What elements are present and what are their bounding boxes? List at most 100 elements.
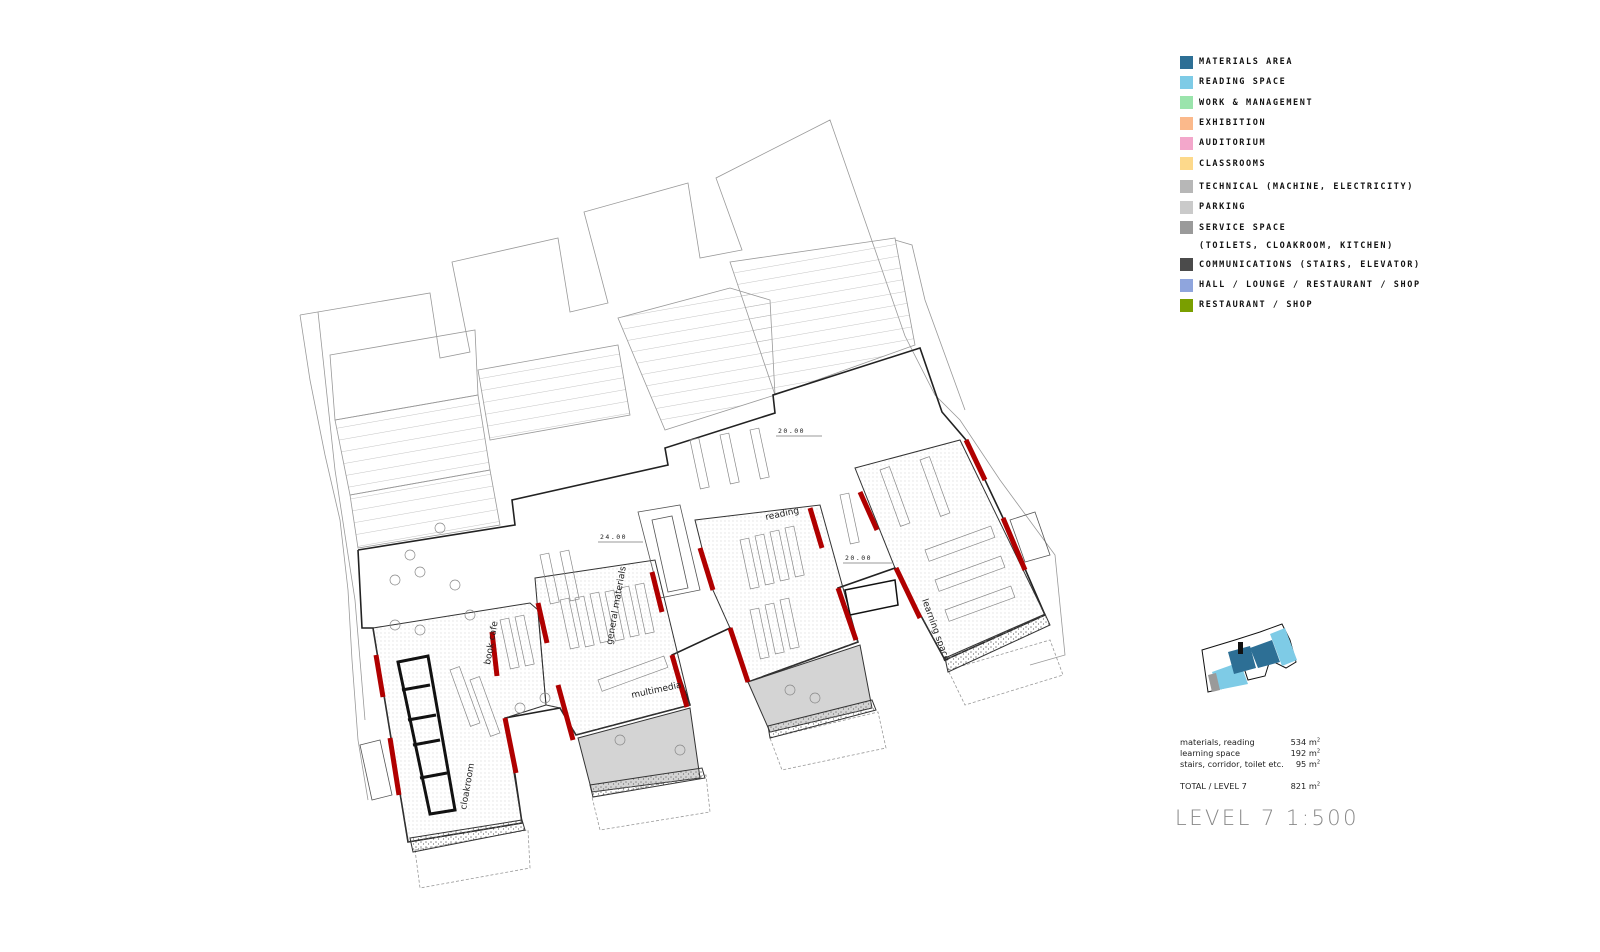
shelf bbox=[779, 597, 800, 650]
legend-swatch bbox=[1180, 55, 1193, 69]
area-total: TOTAL / LEVEL 7 821 m2 bbox=[1180, 781, 1320, 792]
round-table bbox=[539, 692, 551, 704]
legend-item: COMMUNICATIONS (STAIRS, ELEVATOR) bbox=[1180, 255, 1421, 275]
stairs bbox=[359, 504, 1051, 801]
legend-item: AUDITORIUM bbox=[1180, 133, 1421, 153]
round-table bbox=[674, 744, 686, 756]
round-table bbox=[404, 549, 416, 561]
furniture bbox=[389, 427, 1016, 756]
table bbox=[924, 525, 996, 562]
legend-item: CLASSROOMS bbox=[1180, 153, 1421, 173]
area-row: stairs, corridor, toilet etc.95 m2 bbox=[1180, 759, 1320, 770]
legend-label: EXHIBITION bbox=[1199, 118, 1267, 129]
legend-item: WORK & MANAGEMENT bbox=[1180, 93, 1421, 113]
level-outline bbox=[357, 346, 1047, 843]
area-value: 534 m2 bbox=[1290, 737, 1320, 747]
area-label: stairs, corridor, toilet etc. bbox=[1180, 759, 1284, 769]
legend-item: READING SPACE bbox=[1180, 72, 1421, 92]
shelf bbox=[559, 549, 580, 602]
red-wall-segment bbox=[489, 631, 500, 677]
svg-text:20.00: 20.00 bbox=[845, 554, 872, 562]
round-table bbox=[809, 692, 821, 704]
legend-swatch bbox=[1180, 136, 1193, 150]
shelf bbox=[574, 595, 595, 648]
legend-label: RESTAURANT / SHOP bbox=[1199, 300, 1314, 311]
total-label: TOTAL / LEVEL 7 bbox=[1180, 781, 1247, 791]
shelf bbox=[514, 614, 535, 667]
drawing-title: LEVEL 7 1:500 bbox=[1175, 806, 1360, 830]
legend-swatch bbox=[1180, 116, 1193, 130]
red-wall-segment bbox=[963, 438, 988, 482]
legend-item: HALL / LOUNGE / RESTAURANT / SHOP bbox=[1180, 275, 1421, 295]
round-table bbox=[464, 609, 476, 621]
shelf bbox=[634, 582, 655, 635]
shelf bbox=[754, 533, 775, 586]
shelf bbox=[749, 607, 770, 660]
round-table bbox=[389, 619, 401, 631]
table bbox=[449, 666, 481, 727]
round-table bbox=[614, 734, 626, 746]
legend-label: SERVICE SPACE bbox=[1199, 222, 1287, 233]
red-wall-segment bbox=[535, 602, 550, 644]
shelf bbox=[784, 525, 805, 578]
red-wall-segment bbox=[857, 490, 880, 532]
round-table bbox=[389, 574, 401, 586]
round-table bbox=[434, 522, 446, 534]
round-table bbox=[449, 579, 461, 591]
shelf bbox=[689, 437, 710, 490]
legend-item: EXHIBITION bbox=[1180, 113, 1421, 133]
red-wall-segment bbox=[727, 627, 751, 683]
red-wall-segment bbox=[373, 654, 386, 698]
legend: MATERIALS AREA READING SPACE WORK & MANAGE… bbox=[1180, 52, 1421, 316]
red-wall-segment bbox=[649, 571, 665, 613]
red-wall-segment bbox=[807, 507, 825, 549]
table bbox=[879, 466, 911, 527]
svg-text:20.00: 20.00 bbox=[778, 427, 805, 435]
shelf bbox=[739, 537, 760, 590]
legend-label: COMMUNICATIONS (STAIRS, ELEVATOR) bbox=[1199, 259, 1421, 270]
legend-swatch bbox=[1180, 278, 1193, 292]
shelf bbox=[604, 589, 625, 642]
table bbox=[469, 676, 501, 737]
legend-label: WORK & MANAGEMENT bbox=[1199, 97, 1314, 108]
red-glass-walls bbox=[373, 438, 1028, 796]
legend-swatch bbox=[1180, 157, 1193, 171]
shelf bbox=[559, 597, 580, 650]
legend-swatch bbox=[1180, 298, 1193, 312]
round-table bbox=[784, 684, 796, 696]
legend-swatch bbox=[1180, 200, 1193, 214]
legend-swatch bbox=[1180, 221, 1193, 235]
legend-item: TECHNICAL (MACHINE, ELECTRICITY) bbox=[1180, 177, 1421, 197]
elevation-markers: 24.00 20.00 20.00 bbox=[598, 427, 892, 564]
shelf bbox=[749, 427, 770, 480]
legend-label: HALL / LOUNGE / RESTAURANT / SHOP bbox=[1199, 280, 1421, 291]
legend-label: MATERIALS AREA bbox=[1199, 57, 1294, 68]
legend-item: RESTAURANT / SHOP bbox=[1180, 295, 1421, 315]
red-wall-segment bbox=[555, 684, 576, 741]
round-table bbox=[514, 702, 526, 714]
legend-item: MATERIALS AREA bbox=[1180, 52, 1421, 72]
legend-swatch bbox=[1180, 180, 1193, 194]
cloakroom-core bbox=[396, 654, 457, 816]
legend-item: SERVICE SPACE bbox=[1180, 217, 1421, 237]
table bbox=[934, 555, 1006, 592]
shelf bbox=[719, 432, 740, 485]
table bbox=[944, 585, 1016, 622]
total-value: 821 m2 bbox=[1290, 781, 1320, 791]
shelf bbox=[619, 585, 640, 638]
legend-item: PARKING bbox=[1180, 197, 1421, 217]
svg-text:24.00: 24.00 bbox=[600, 533, 627, 541]
legend-swatch bbox=[1180, 258, 1193, 272]
red-wall-segment bbox=[669, 654, 690, 708]
legend-sublabel: (TOILETS, CLOAKROOM, KITCHEN) bbox=[1199, 241, 1394, 252]
red-wall-segment bbox=[697, 547, 716, 591]
red-wall-segment bbox=[1000, 517, 1028, 571]
stepped-roof bbox=[329, 237, 916, 549]
legend-label: READING SPACE bbox=[1199, 77, 1287, 88]
round-table bbox=[414, 624, 426, 636]
legend-swatch bbox=[1180, 75, 1193, 89]
table bbox=[597, 655, 669, 692]
red-wall-segment bbox=[387, 737, 402, 796]
shelf bbox=[769, 529, 790, 582]
